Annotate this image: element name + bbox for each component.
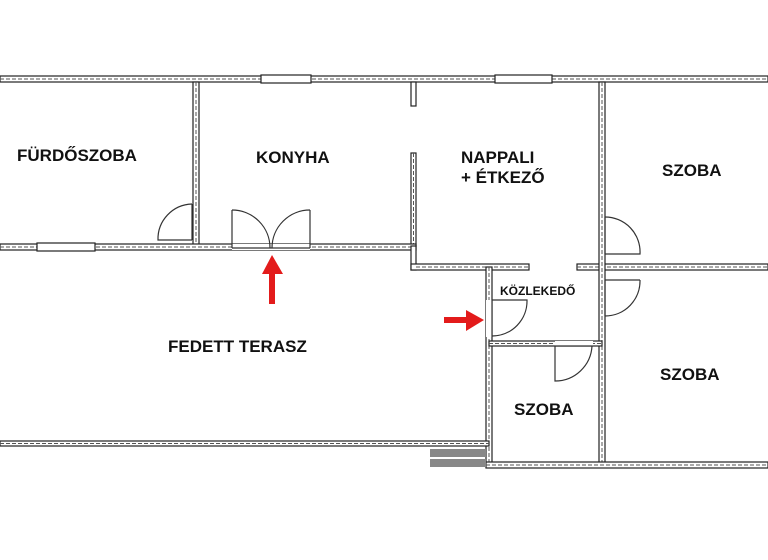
wall-terrace-bottom — [0, 440, 490, 447]
room-label-living-line2: + ÉTKEZŐ — [461, 167, 545, 187]
door-room-ne — [604, 216, 641, 255]
wall-corridor-left — [485, 266, 493, 468]
room-label-living-dining: NAPPALI + ÉTKEZŐ — [461, 148, 545, 187]
door-bathroom — [157, 203, 193, 241]
room-label-kitchen: KONYHA — [256, 148, 330, 167]
wall-kitchen-living — [410, 81, 417, 247]
room-label-room-se: SZOBA — [660, 365, 720, 384]
door-kitchen-double — [231, 209, 311, 250]
wall-corridor-bottom — [488, 340, 603, 347]
room-label-corridor: KÖZLEKEDŐ — [500, 284, 576, 298]
room-label-living-line1: NAPPALI — [461, 148, 535, 167]
hall-entrance-arrow — [444, 310, 484, 331]
wall-bath-kitchen — [192, 81, 200, 247]
window-bathroom — [36, 242, 96, 252]
kitchen-entrance-arrow — [262, 255, 283, 304]
window-kitchen — [260, 74, 312, 84]
room-label-covered-terrace: FEDETT TERASZ — [168, 337, 307, 356]
wall-living-room-ne — [598, 81, 606, 468]
door-corridor-entrance — [486, 299, 528, 337]
exterior-wall-bottom — [485, 461, 768, 469]
entrance-steps — [430, 449, 486, 467]
door-room-s — [554, 341, 593, 382]
window-living — [494, 74, 553, 84]
exterior-wall-top — [0, 75, 768, 83]
room-label-room-ne: SZOBA — [662, 161, 722, 180]
room-label-room-s: SZOBA — [514, 400, 574, 419]
door-room-se — [604, 279, 641, 317]
room-label-bathroom: FÜRDŐSZOBA — [17, 146, 137, 165]
wall-living-bottom — [410, 245, 768, 271]
